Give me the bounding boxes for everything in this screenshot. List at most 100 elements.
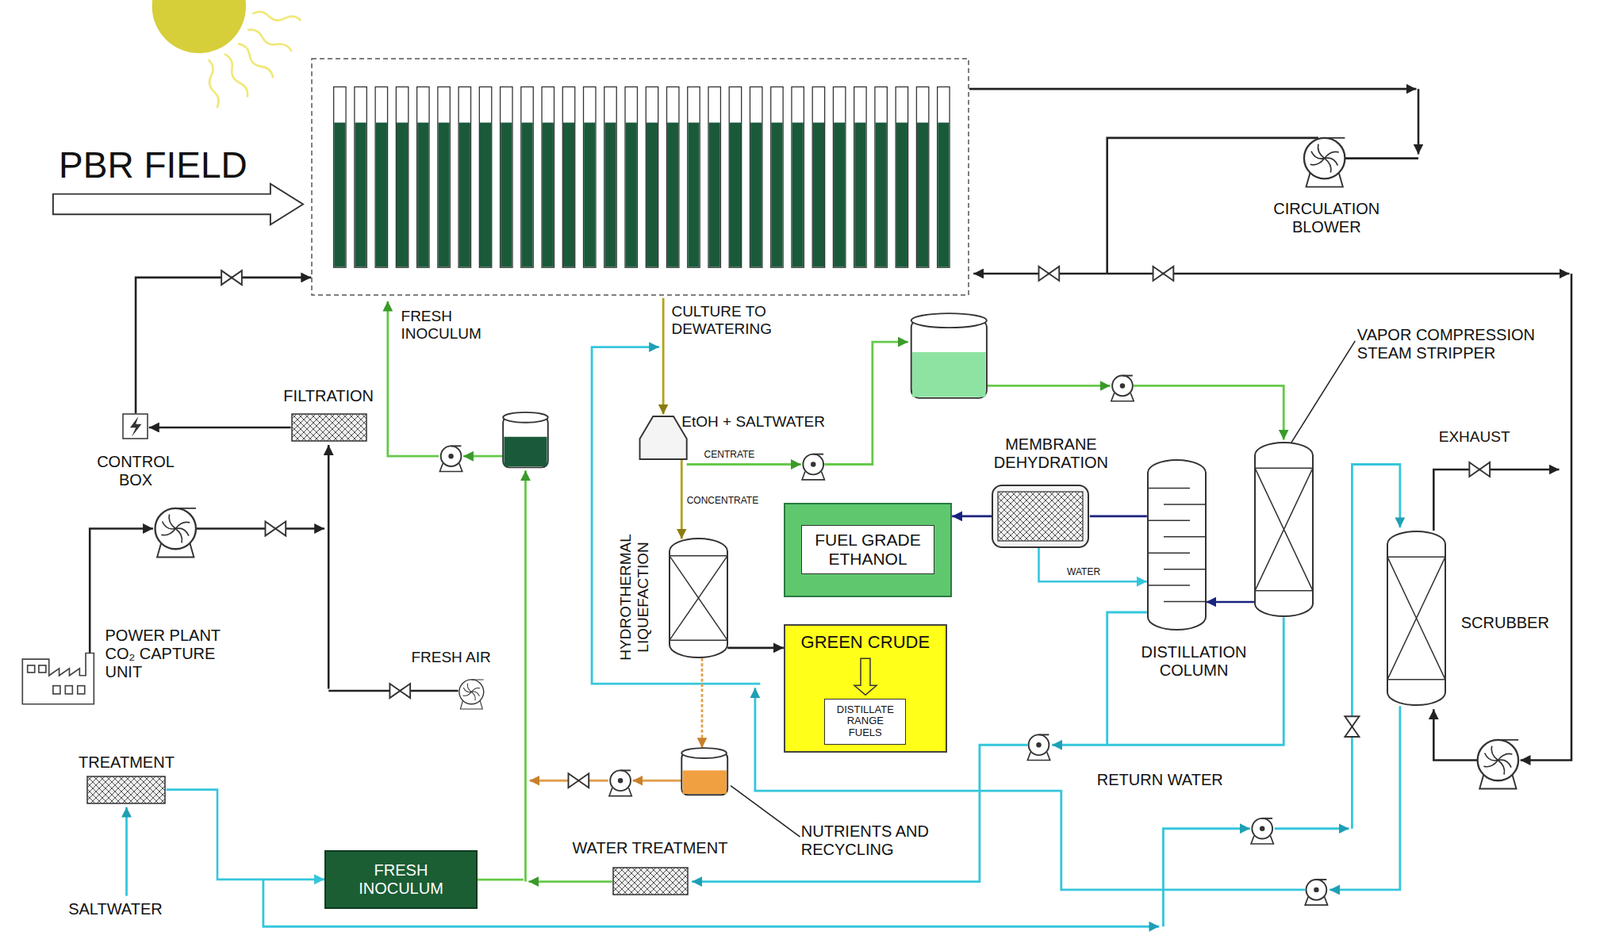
water-line	[126, 347, 1401, 928]
filter-unit-outline	[291, 414, 367, 442]
pbr-tube	[500, 122, 512, 268]
stream-label: EtOH + SALTWATER	[681, 413, 825, 431]
pbr-tube	[916, 87, 929, 269]
stripper-vessel: VAPOR COMPRESSION STEAM STRIPPER	[1254, 441, 1314, 618]
nutrient-line	[633, 779, 683, 783]
pbr-tube	[562, 87, 575, 269]
pbr-tube	[750, 122, 762, 268]
tank	[912, 352, 987, 398]
gas-line	[1433, 469, 1559, 531]
power-plant	[22, 652, 94, 704]
tank	[911, 319, 987, 399]
culture-line	[524, 470, 527, 882]
pbr-tube	[354, 87, 367, 269]
gas-line	[969, 88, 1416, 91]
pump	[801, 454, 825, 480]
distillation-column-outline	[1147, 459, 1207, 631]
gas-line	[1417, 88, 1420, 154]
node-label: WATER TREATMENT	[571, 838, 728, 857]
flow-connector	[149, 426, 292, 430]
pbr-tube	[333, 87, 346, 269]
pbr-tube	[729, 122, 741, 268]
pbr-field-outline	[311, 58, 969, 296]
scrubber-vessel-outline	[1387, 556, 1446, 680]
stream-label: RETURN WATER	[1097, 771, 1224, 790]
pbr-tube	[895, 87, 908, 269]
culture-line	[824, 341, 908, 465]
valve	[221, 266, 1490, 788]
biomass-line	[662, 298, 665, 415]
gas-line	[327, 445, 330, 689]
pbr-tube	[459, 122, 471, 268]
culture-line	[686, 463, 802, 466]
gas-line	[1107, 272, 1570, 276]
stripper-vessel-outline	[1254, 468, 1313, 591]
pbr-tube	[875, 122, 887, 268]
filter-unit-outline	[613, 867, 688, 895]
pbr-tube	[479, 122, 492, 268]
flow-connector	[951, 515, 992, 518]
control-box-outline	[130, 416, 142, 438]
pbr-tube	[583, 122, 595, 268]
pbr-tube	[333, 122, 346, 268]
pbr-tube	[812, 87, 825, 269]
sun	[205, 58, 220, 108]
pbr-tube	[792, 122, 804, 268]
pbr-tube	[687, 87, 700, 269]
pbr-tube	[709, 122, 721, 268]
pbr-tube	[667, 122, 679, 268]
pbr-tube	[521, 122, 533, 268]
water-line	[1274, 827, 1350, 830]
pbr-tube	[541, 87, 554, 269]
control-box-outline	[122, 414, 148, 439]
node-label: DISTILLATION COLUMN	[1132, 643, 1255, 680]
leader-line	[1289, 341, 1355, 446]
stream-label: POWER PLANT CO₂ CAPTURE UNIT	[104, 626, 238, 682]
flow-connector	[1205, 601, 1254, 604]
pbr-tube	[417, 87, 430, 269]
node-label: MEMBRANE DEHYDRATION	[989, 435, 1113, 472]
flow-connector	[727, 647, 784, 650]
stream-label: CULTURE TO DEWATERING	[671, 303, 804, 338]
pump	[439, 376, 1328, 906]
blower	[1477, 740, 1519, 790]
valve	[1153, 266, 1175, 281]
water-line	[125, 807, 128, 897]
pbr-tube	[832, 87, 845, 269]
culture-line	[986, 384, 1111, 388]
node-label: FRESH INOCULUM	[339, 861, 462, 898]
stream-label: CENTRATE	[704, 449, 756, 461]
power-plant	[53, 686, 61, 695]
stripper-vessel-outline	[1254, 441, 1314, 618]
pbr-tube	[604, 122, 616, 268]
reactor-vessel-outline	[668, 537, 729, 659]
pbr-tube	[896, 122, 908, 268]
filter-unit: FILTRATION	[291, 413, 368, 442]
valve	[221, 270, 242, 285]
power-plant	[22, 652, 94, 704]
blower	[155, 138, 1520, 790]
flow-connector	[1039, 548, 1148, 582]
biomass-line	[680, 459, 683, 539]
pbr-tube	[376, 122, 388, 268]
power-plant	[77, 686, 85, 695]
control-box: CONTROL BOX	[122, 413, 149, 440]
node-label: GREEN CRUDE	[801, 632, 931, 653]
sun	[245, 26, 293, 54]
pump	[1027, 734, 1050, 760]
product-box: FUEL GRADE ETHANOL	[783, 502, 952, 597]
pump	[1111, 376, 1134, 402]
stream-label: FRESH AIR	[410, 648, 491, 667]
pbr-tube	[667, 87, 680, 269]
node-label: TREATMENT	[78, 752, 175, 772]
tank	[681, 748, 727, 759]
filter-unit-outline	[612, 867, 689, 896]
blower	[155, 508, 196, 558]
culture-line	[1133, 385, 1284, 440]
pbr-tube	[375, 87, 388, 269]
pump	[439, 445, 462, 472]
pbr-tube	[874, 87, 887, 269]
reactor-vessel-outline	[669, 556, 728, 641]
leader-line	[730, 786, 800, 837]
